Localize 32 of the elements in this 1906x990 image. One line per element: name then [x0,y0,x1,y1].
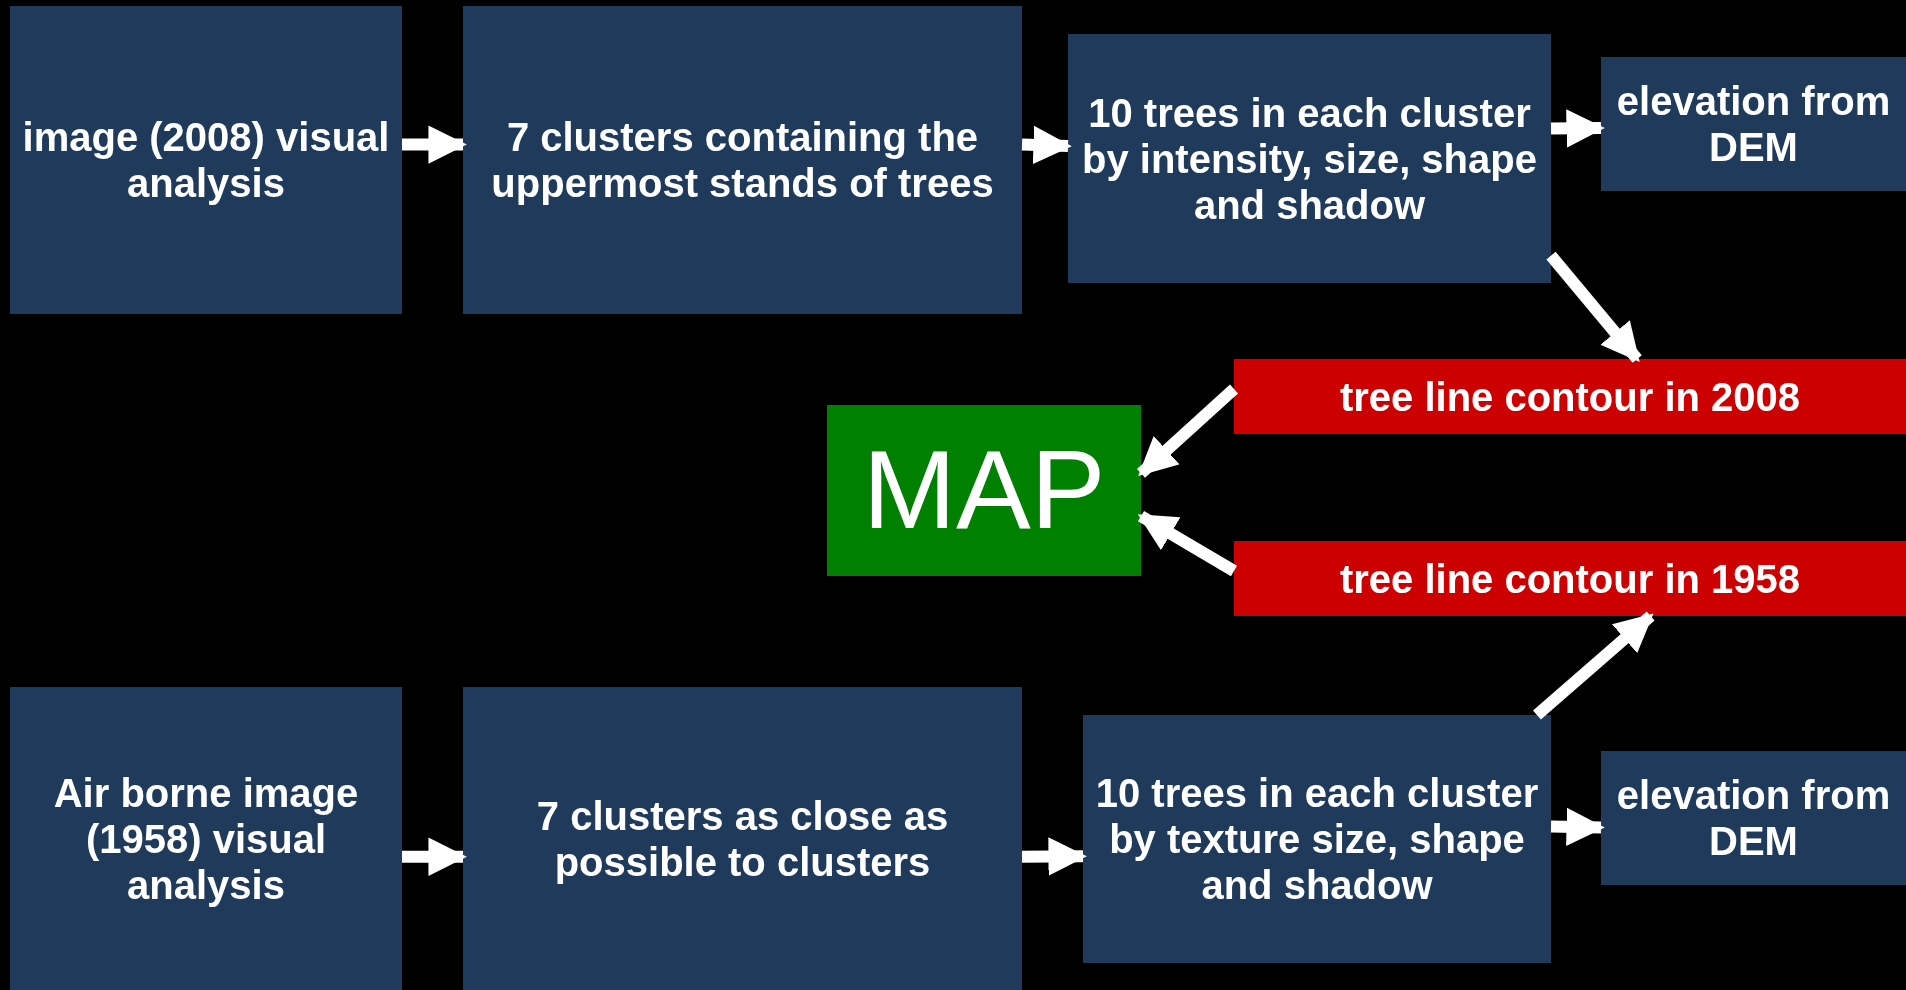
arrow [1021,125,1072,165]
box-text: Air borne image (1958) visual analysis [52,769,360,908]
arrow [1550,109,1605,148]
box-text: 7 clusters as close as possible to clusters [535,792,950,885]
process-box [1601,57,1906,191]
map-label: MAP [862,426,1106,555]
arrow [1137,511,1238,577]
process-box [463,687,1022,990]
result-bar [1234,541,1906,616]
box-text: image (2008) visual analysis [21,114,391,206]
process-box [10,6,402,314]
arrow [1021,837,1087,876]
process-box [10,687,402,990]
process-box [1083,715,1551,963]
box-text: tree line contour in 1958 [1339,555,1801,602]
box-text: elevation from DEM [1615,78,1892,170]
process-box [463,6,1022,314]
arrow [1550,807,1605,847]
box-text: elevation from DEM [1615,772,1892,864]
box-text: tree line contour in 2008 [1339,373,1801,420]
arrow [1136,384,1239,478]
arrow [1533,611,1655,720]
map-box [827,405,1141,576]
result-bar [1234,359,1906,434]
box-text: 10 trees in each cluster by texture size, shape and shadow [1094,770,1540,908]
arrow [402,837,467,876]
process-box [1601,751,1906,885]
box-text: 7 clusters containing the uppermost stands of trees [490,114,995,206]
process-box [1068,34,1551,283]
arrow [402,125,467,164]
box-text: 10 trees in each cluster by intensity, size, shape and shadow [1081,89,1538,228]
arrow [1546,251,1642,363]
